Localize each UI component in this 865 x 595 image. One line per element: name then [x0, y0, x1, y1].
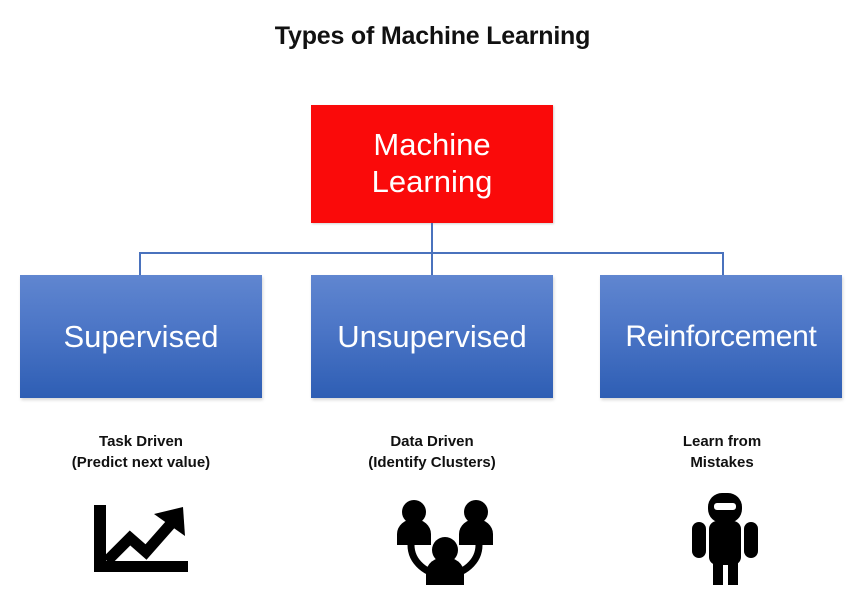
connector-drop-unsupervised	[431, 252, 433, 276]
page-title: Types of Machine Learning	[274, 22, 591, 50]
branch-node-supervised-label: Supervised	[63, 318, 219, 354]
caption-reinforcement-line-1: Learn from	[682, 433, 762, 450]
caption-unsupervised-line-1: Data Driven	[390, 433, 474, 450]
robot-icon	[692, 493, 758, 585]
caption-unsupervised: Data Driven (Identify Clusters)	[302, 432, 562, 473]
icon-slot-unsupervised	[365, 495, 525, 585]
branch-node-supervised: Supervised	[20, 275, 262, 398]
caption-supervised: Task Driven (Predict next value)	[11, 432, 271, 473]
root-node-machine-learning: Machine Learning	[311, 105, 553, 223]
branch-node-reinforcement-label: Reinforcement	[625, 319, 817, 353]
root-node-label-line-2: Learning	[371, 164, 493, 199]
icon-slot-supervised	[61, 495, 221, 585]
line-chart-uptrend-icon	[94, 505, 188, 572]
branch-node-unsupervised-label: Unsupervised	[337, 318, 527, 354]
caption-reinforcement: Learn from Mistakes	[592, 432, 852, 473]
root-node-label-line-1: Machine	[373, 127, 491, 163]
connector-drop-supervised	[139, 252, 141, 276]
people-cluster-icon	[397, 500, 493, 585]
root-node-label: Machine Learning	[372, 127, 493, 200]
caption-supervised-line-1: Task Driven	[99, 433, 183, 450]
connector-root-stem	[431, 223, 433, 254]
caption-supervised-line-2: (Predict next value)	[71, 453, 211, 471]
icon-slot-reinforcement	[645, 493, 805, 585]
caption-reinforcement-line-2: Mistakes	[690, 453, 754, 471]
caption-unsupervised-line-2: (Identify Clusters)	[368, 453, 496, 471]
branch-node-reinforcement: Reinforcement	[600, 275, 842, 398]
connector-drop-reinforcement	[722, 252, 724, 276]
branch-node-unsupervised: Unsupervised	[311, 275, 553, 398]
